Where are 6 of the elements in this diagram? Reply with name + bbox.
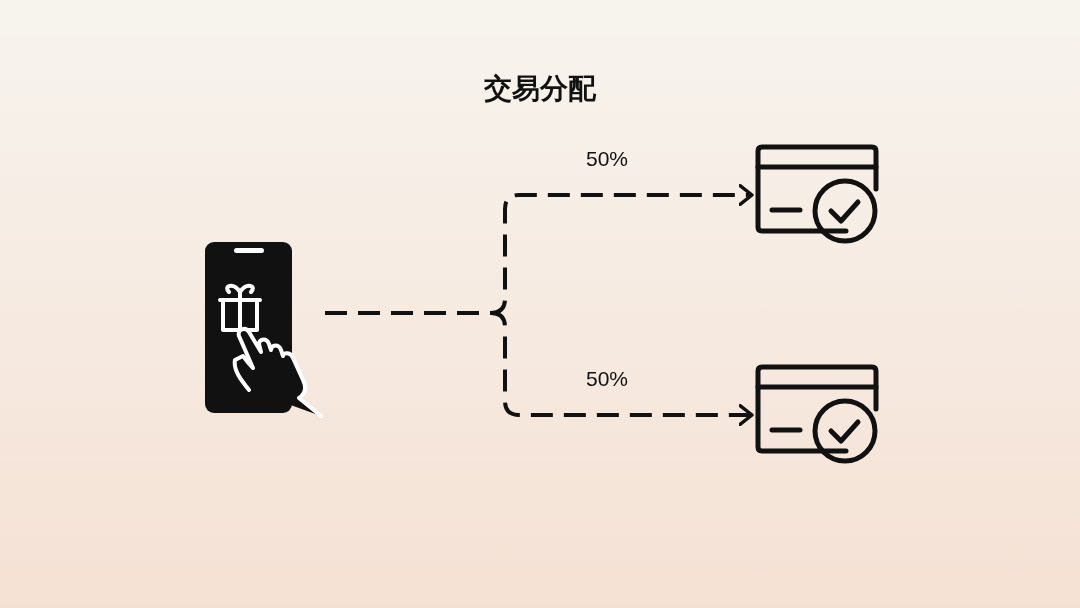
card-icon	[754, 364, 880, 464]
edge-label: 50%	[586, 147, 629, 171]
title: 交易分配	[484, 72, 596, 105]
card-icon	[754, 144, 880, 244]
edge-label: 50%	[586, 367, 629, 391]
dashed-arrow	[325, 311, 754, 426]
